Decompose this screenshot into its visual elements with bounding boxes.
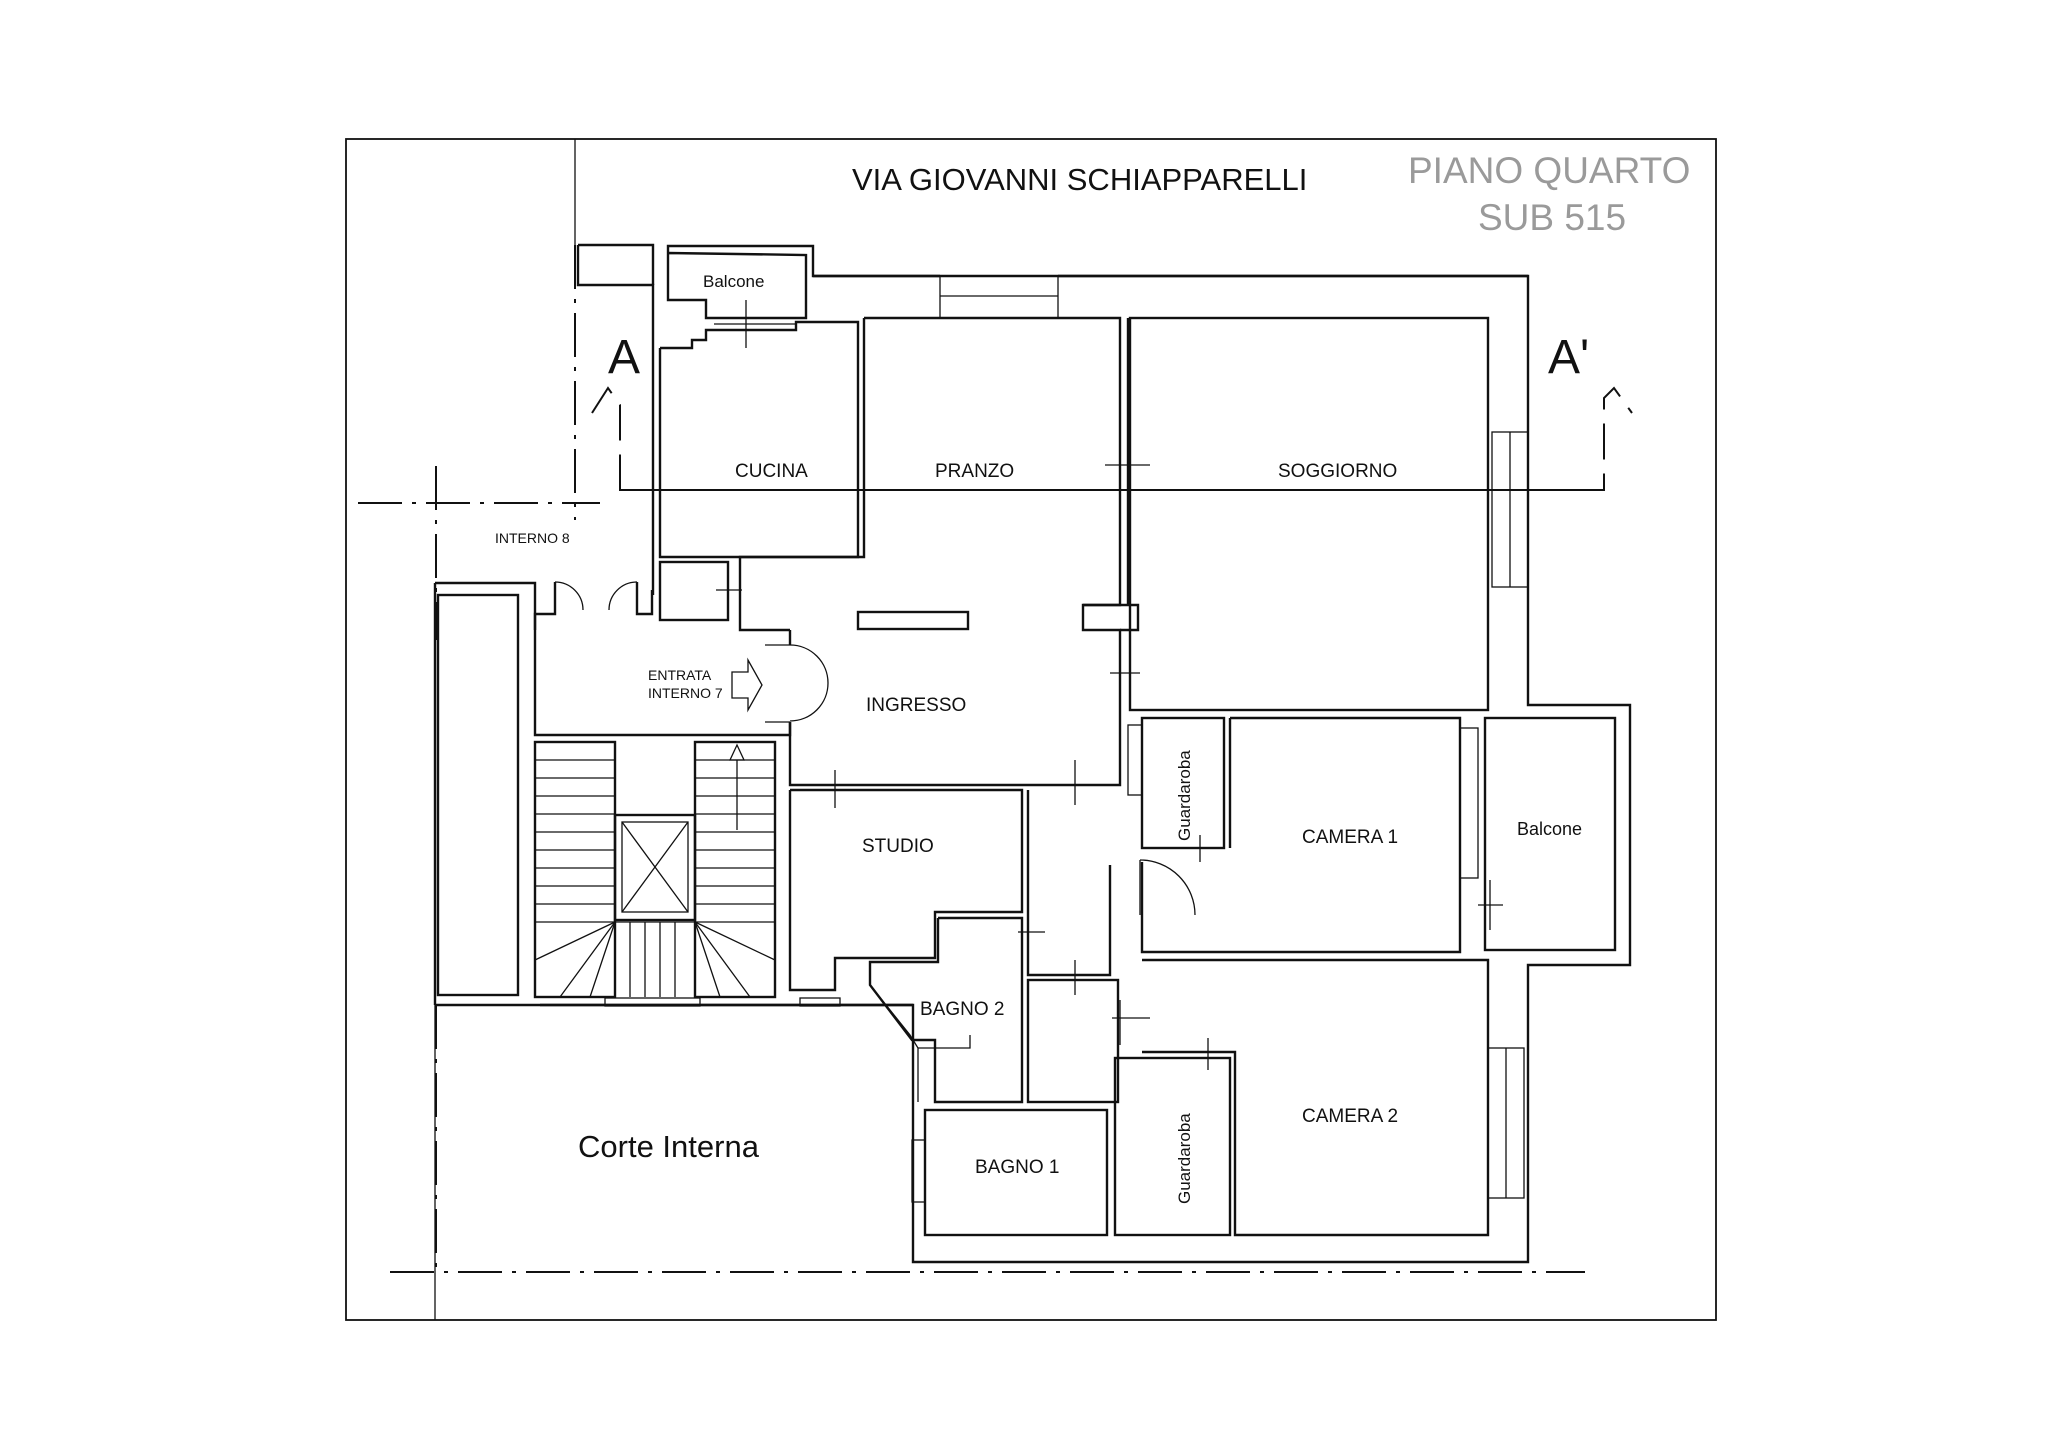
room-label-pranzo: PRANZO: [935, 461, 1014, 482]
drawing-frame: [345, 138, 1717, 1321]
room-label-cucina: CUCINA: [735, 461, 808, 482]
room-label-ingresso: INGRESSO: [866, 695, 966, 716]
entry-label-line1: ENTRATA: [648, 667, 712, 683]
section-mark-a: A: [608, 331, 640, 384]
room-service-small: [658, 560, 730, 622]
room-label-camera-2: CAMERA 2: [1302, 1106, 1398, 1127]
room-label-guardaroba-2: Guardaroba: [1175, 1113, 1194, 1204]
staircase: [533, 740, 777, 1007]
room-guardaroba-2: [1113, 1056, 1232, 1237]
section-line: [591, 386, 1633, 491]
room-label-studio: STUDIO: [862, 836, 934, 857]
entry-label-line2: INTERNO 7: [648, 685, 723, 701]
balcone-top: [666, 251, 808, 348]
floor-level: PIANO QUARTO: [1408, 150, 1690, 191]
entry-hall: [533, 581, 829, 737]
room-label-corte-interna: Corte Interna: [578, 1129, 760, 1164]
elevator: [613, 813, 697, 922]
room-guardaroba-1: [1127, 716, 1226, 862]
sub-number: SUB 515: [1478, 197, 1626, 238]
room-label-guardaroba-1: Guardaroba: [1175, 750, 1194, 841]
room-label-interno-8: INTERNO 8: [495, 530, 570, 546]
room-label-camera-1: CAMERA 1: [1302, 827, 1398, 848]
balcone-right: [1478, 716, 1617, 952]
room-label-bagno-1: BAGNO 1: [975, 1157, 1059, 1178]
room-label-balcone-top: Balcone: [703, 272, 764, 291]
room-bagno-1: [911, 1108, 1109, 1237]
entry-arrow-icon: [731, 657, 763, 713]
room-label-soggiorno: SOGGIORNO: [1278, 461, 1397, 482]
room-bagno-2: [868, 916, 1024, 1104]
room-label-balcone-right: Balcone: [1517, 819, 1582, 839]
left-service-strip: [436, 593, 520, 997]
room-closet-center: [1026, 978, 1120, 1104]
room-studio: [788, 788, 1024, 1007]
room-soggiorno: [1128, 316, 1529, 712]
section-mark-a-prime: A': [1548, 331, 1589, 384]
corridor: [1018, 760, 1196, 995]
room-label-bagno-2: BAGNO 2: [920, 999, 1004, 1020]
room-cucina: [658, 320, 860, 559]
room-camera-1: [1140, 716, 1479, 954]
room-camera-2: [1142, 958, 1525, 1237]
street-name: VIA GIOVANNI SCHIAPPARELLI: [852, 162, 1307, 197]
